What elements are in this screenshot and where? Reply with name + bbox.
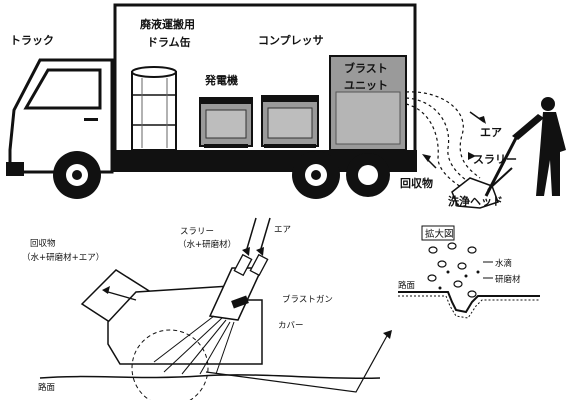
label-detail-collected-line2: （水+研磨材+エア） [22, 252, 104, 263]
worker [484, 97, 566, 197]
road-line [39, 374, 381, 380]
truck-chassis [112, 150, 417, 172]
hose-2 [405, 97, 473, 185]
bumper [6, 162, 24, 176]
label-collected: 回収物 [400, 176, 433, 190]
slurry-inflow-arrow-icon [242, 247, 250, 256]
label-air: エア [480, 126, 502, 139]
label-detail-air: エア [274, 225, 291, 235]
label-road-surface-left: 路面 [38, 382, 56, 393]
label-detail-slurry-line1: スラリー [180, 227, 214, 237]
label-truck: トラック [10, 34, 54, 47]
label-enlarged-view: 拡大図 [425, 228, 454, 240]
label-cover: カバー [278, 321, 304, 331]
label-blast-unit-line1: ブラスト [344, 61, 388, 75]
zoom-circle [131, 329, 209, 404]
compressor [261, 95, 319, 148]
label-blast-unit-line2: ユニット [344, 79, 388, 92]
zoom-pointer [205, 333, 389, 393]
cab-window [23, 68, 102, 110]
door-handle [84, 118, 98, 121]
label-compressor: コンプレッサ [258, 33, 324, 47]
blast-gun-detail [39, 217, 392, 404]
road-surface-pit [398, 291, 540, 314]
label-cleaning-head: 洗浄ヘッド [448, 194, 503, 208]
label-road-surface-right: 路面 [398, 280, 416, 291]
enlarged-view [398, 225, 540, 319]
hose [405, 91, 481, 179]
label-drum-line1: 廃液運搬用 [140, 17, 195, 31]
label-generator: 発電機 [204, 73, 238, 87]
slurry-arrow-icon [468, 152, 476, 160]
label-slurry: スラリー [473, 153, 517, 166]
label-water: 水滴 [495, 258, 512, 269]
label-detail-collected-line1: 回収物 [30, 238, 56, 249]
generator [199, 97, 253, 148]
air-inflow-arrow-icon [256, 247, 264, 256]
label-drum-line2: ドラム缶 [147, 35, 191, 49]
label-abrasive: 研磨材 [495, 274, 521, 285]
collected-outflow-arrow-icon [102, 286, 110, 294]
label-blast-gun: ブラストガン [282, 294, 333, 305]
blast-unit [329, 55, 407, 151]
waste-drum [131, 66, 177, 151]
zoom-pointer-arrow-icon [383, 330, 392, 339]
label-detail-slurry-line2: （水+研磨材） [178, 239, 236, 250]
truck [6, 3, 417, 199]
hose-3 [405, 103, 467, 191]
